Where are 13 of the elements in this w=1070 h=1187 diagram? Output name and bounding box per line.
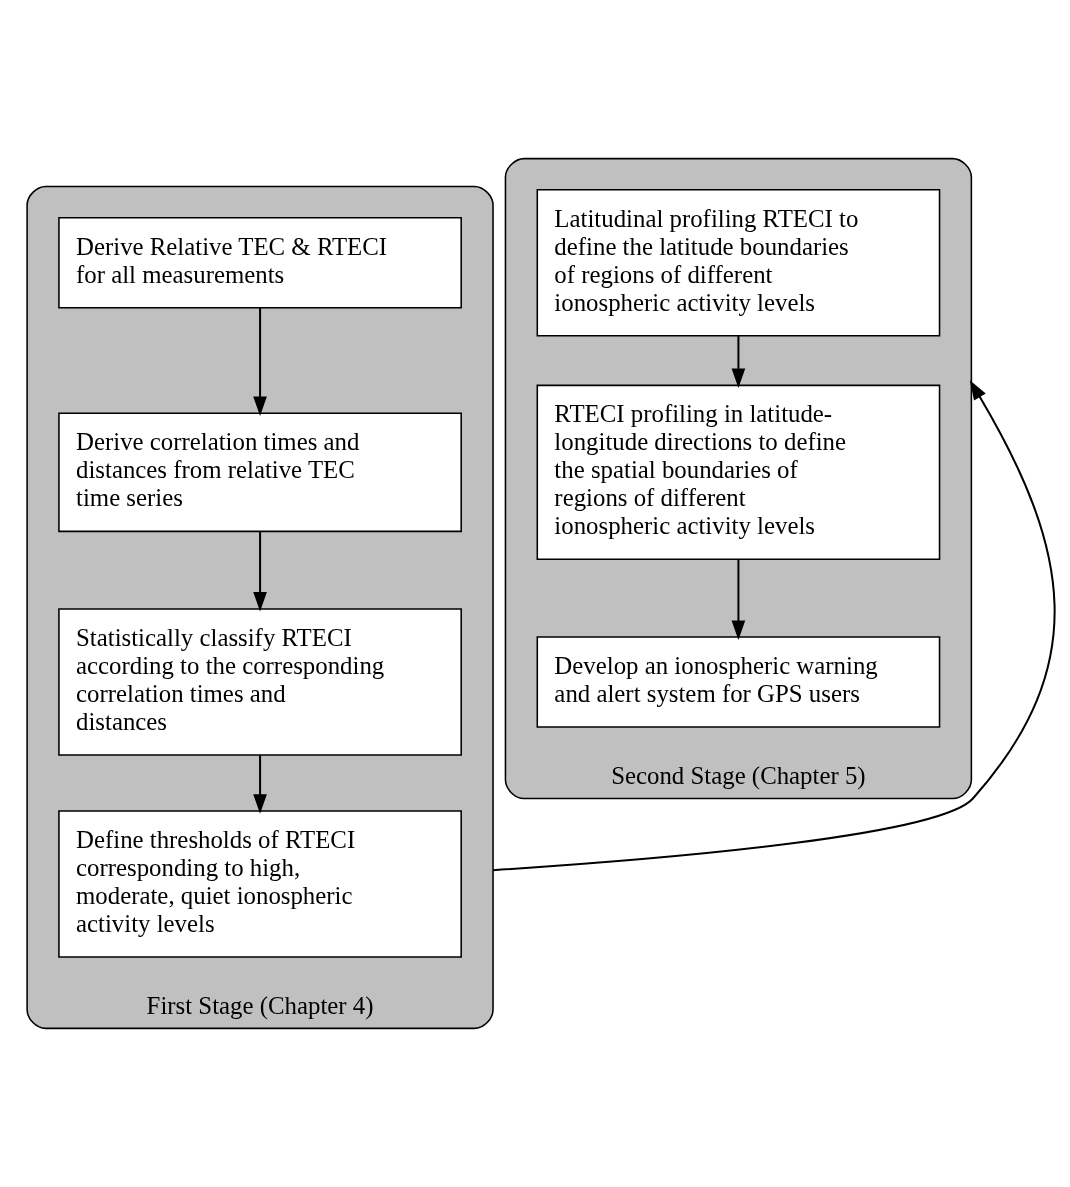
node-box: Latitudinal profiling RTECI to define the latitude boundaries of regions of different ionospheric activity levels: [536, 188, 941, 337]
node-box: Derive correlation times and distances from relative TEC time series: [58, 412, 462, 533]
arrow: [253, 308, 267, 416]
node-box: Define thresholds of RTECI corresponding to high, moderate, quiet ionospheric activity levels: [58, 810, 462, 958]
arrow: [253, 755, 267, 814]
arrow: [492, 380, 1056, 872]
arrow: [731, 559, 746, 641]
node-box: RTECI profiling in latitude-longitude directions to define the spatial boundaries of regions of different ionospheric activity levels: [536, 384, 941, 561]
arrow: [253, 531, 267, 612]
node-box: Develop an ionospheric warning and alert system for GPS users: [536, 636, 941, 728]
node-box: Statistically classify RTECI according to the corresponding correlation times and distances: [58, 608, 462, 756]
arrow: [731, 335, 746, 389]
node-box: Derive Relative TEC & RTECI for all measurements: [58, 216, 462, 309]
